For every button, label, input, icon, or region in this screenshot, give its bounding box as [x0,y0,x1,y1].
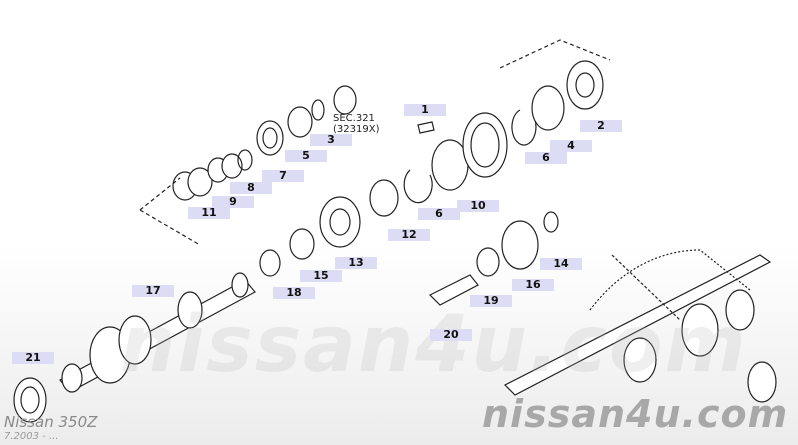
callout-13[interactable]: 13 [335,257,377,269]
washer-8 [237,149,253,171]
bearing-18 [259,249,281,277]
gear-2 [566,60,604,110]
bearing-19 [476,247,500,277]
section-ref-line1: SEC.321 [333,113,375,124]
snap-ring-6b [511,109,537,146]
callout-6-upper[interactable]: 6 [525,152,567,164]
section-reference: SEC.321 (32319X) [333,113,379,135]
synchro-10 [431,112,508,191]
callout-8[interactable]: 8 [230,182,272,194]
assembled-shaft [503,249,777,403]
gear-12 [369,179,399,217]
model-name: Nissan 350Z [4,413,98,431]
ring-3 [311,99,325,121]
callout-4[interactable]: 4 [550,140,592,152]
callout-10[interactable]: 10 [457,200,499,212]
callout-1[interactable]: 1 [404,104,446,116]
gear-16 [501,220,539,270]
callout-18[interactable]: 18 [273,287,315,299]
bearing-21 [13,377,47,423]
gear-13 [319,196,361,248]
callout-5[interactable]: 5 [285,150,327,162]
needle-bearing-11 [172,167,213,201]
callout-17[interactable]: 17 [132,285,174,297]
callout-14[interactable]: 14 [540,258,582,270]
callout-19[interactable]: 19 [470,295,512,307]
callout-20[interactable]: 20 [430,329,472,341]
gear-4 [531,85,565,131]
callout-3[interactable]: 3 [310,134,352,146]
watermark-logo: nissan4u.com [482,392,789,436]
callout-21[interactable]: 21 [12,352,54,364]
insert-1 [417,121,435,134]
sleeve-9 [207,153,243,183]
callout-6-lower[interactable]: 6 [418,208,460,220]
model-years: 7.2003 - ... [4,431,59,442]
mainshaft-17 [59,272,256,393]
callout-12[interactable]: 12 [388,229,430,241]
bearing-sec321 [333,85,357,115]
bearing-7 [256,120,284,156]
callout-15[interactable]: 15 [300,270,342,282]
callout-16[interactable]: 16 [512,279,554,291]
callout-11[interactable]: 11 [188,207,230,219]
callout-9[interactable]: 9 [212,196,254,208]
dashed-guide [499,39,611,69]
bearing-15 [289,228,315,260]
callout-7[interactable]: 7 [262,170,304,182]
watermark-center: nissan4u.com [120,300,748,390]
snap-ring-6 [403,169,433,204]
washer-14 [543,211,559,233]
bearing-5 [287,106,313,138]
callout-2[interactable]: 2 [580,120,622,132]
shaft-20 [428,274,479,306]
section-ref-line2: (32319X) [333,124,380,135]
